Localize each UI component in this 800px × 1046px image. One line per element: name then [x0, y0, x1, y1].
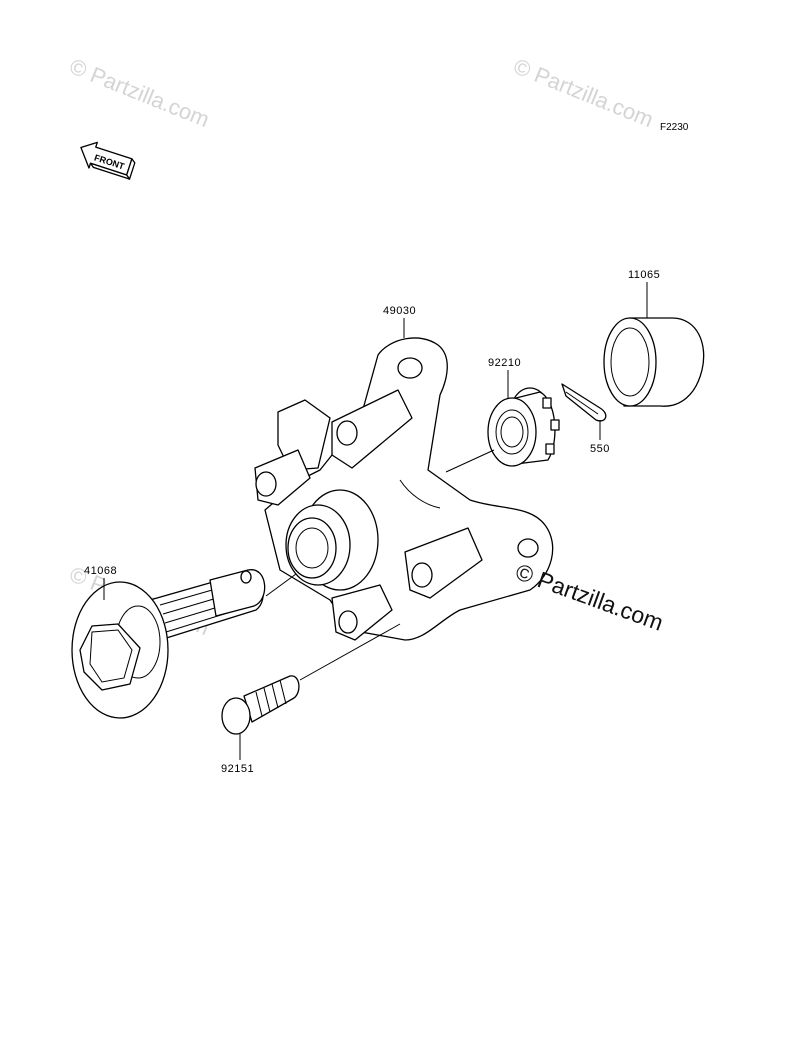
watermark-prominent: © Partzilla.com — [512, 558, 667, 635]
stud-92151 — [221, 675, 300, 735]
part-number-11065: 11065 — [628, 269, 660, 281]
figure-code: F2230 — [660, 122, 689, 133]
part-number-550: 550 — [590, 443, 610, 455]
part-number-92151: 92151 — [221, 763, 254, 775]
part-number-92210: 92210 — [488, 357, 521, 369]
part-number-49030: 49030 — [383, 305, 416, 317]
watermark-top-right: © Partzilla.com — [510, 53, 657, 132]
shaft-bolt-41068 — [71, 569, 266, 719]
assembly-guide-lines — [265, 449, 495, 681]
part-labels: 49030 92210 11065 550 41068 92151 — [84, 269, 660, 775]
castle-nut-92210 — [487, 387, 560, 467]
housing-49030 — [254, 337, 554, 641]
leader-lines — [103, 282, 648, 760]
cap-11065 — [603, 317, 705, 407]
part-number-41068: 41068 — [84, 565, 117, 577]
watermark-top-left: © Partzilla.com — [66, 53, 213, 132]
cotter-pin-550 — [561, 383, 607, 422]
front-arrow-icon: FRONT — [80, 141, 136, 180]
